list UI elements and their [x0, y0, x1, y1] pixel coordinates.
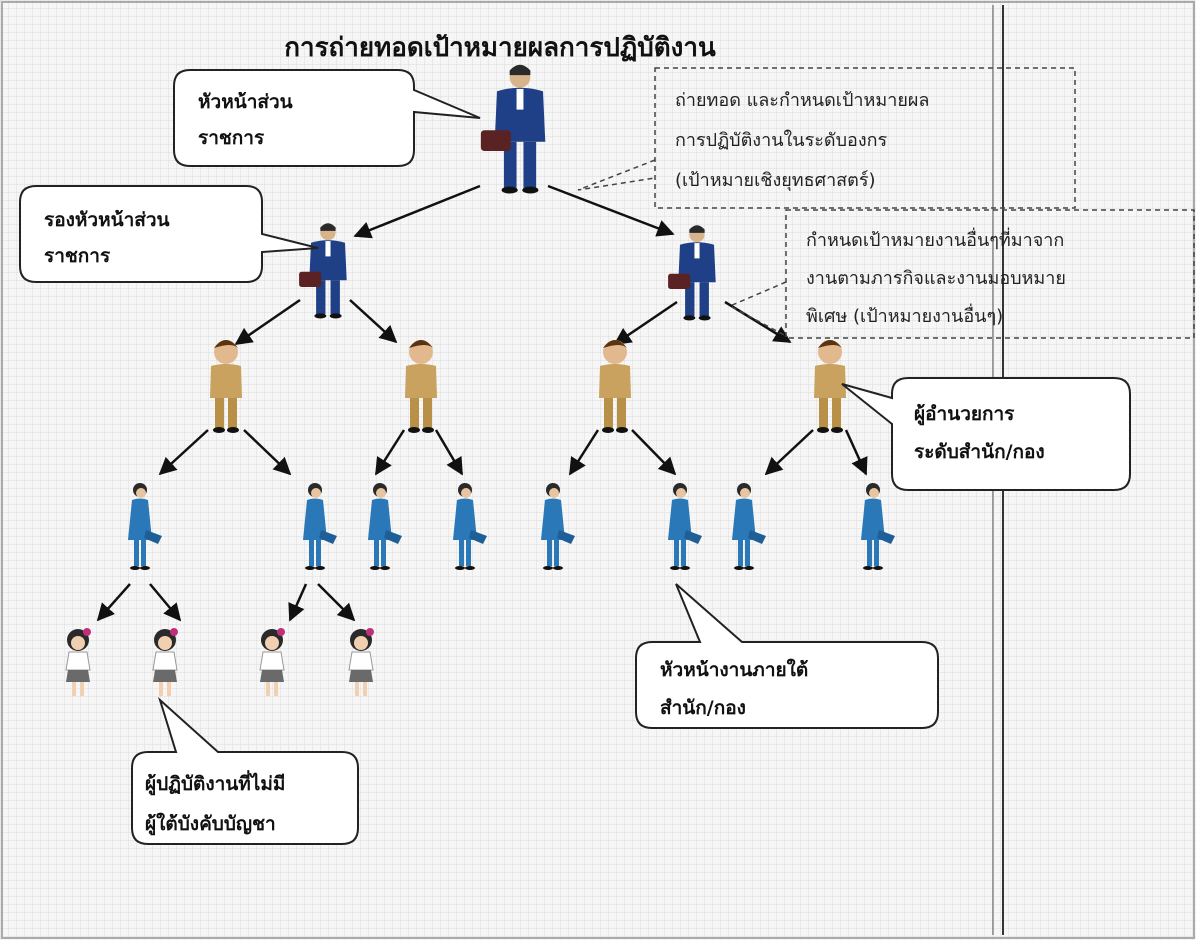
arrow-officer-4-to-staff-8 — [844, 429, 868, 476]
note-strategic-box — [654, 67, 1076, 209]
callout-head-line-2: ราชการ — [198, 127, 265, 149]
note-other-line-3: พิเศษ (เป้าหมายงานอื่นๆ) — [806, 303, 1003, 327]
callout-director-line-1: ผู้อำนวยการ — [914, 403, 1015, 426]
callout-head-bubble — [173, 69, 481, 167]
callout-worker-line-2: ผู้ใต้บังคับบัญชา — [145, 812, 276, 836]
arrow-officer-3-to-staff-5 — [568, 429, 600, 476]
note-other-line-2: งานตามภารกิจและงานมอบหมาย — [806, 268, 1066, 289]
note-other-pointer — [728, 281, 787, 337]
callout-head-line-1: หัวหน้าส่วน — [198, 91, 293, 113]
arrow-staff-2-to-worker-3 — [288, 583, 308, 622]
arrow-deputy-right-to-officer-3 — [613, 300, 678, 346]
callout-director-bubble — [841, 377, 1131, 491]
arrow-officer-2-to-staff-4 — [434, 429, 464, 476]
callout-worker: ผู้ปฏิบัติงานที่ไม่มี ผู้ใต้บังคับบัญชา — [131, 696, 359, 845]
note-other-line-1: กำหนดเป้าหมายงานอื่นๆที่มาจาก — [806, 227, 1064, 251]
note-strategic: ถ่ายทอด และกำหนดเป้าหมายผล การปฏิบัติงาน… — [577, 67, 1076, 209]
hierarchy-arrows — [96, 184, 868, 622]
note-strategic-line-1: ถ่ายทอด และกำหนดเป้าหมายผล — [675, 90, 929, 111]
callout-unit-head-bubble — [635, 583, 939, 729]
note-other: กำหนดเป้าหมายงานอื่นๆที่มาจาก งานตามภารก… — [728, 209, 1195, 339]
callout-unit-head-line-1: หัวหน้างานภายใต้ — [660, 658, 808, 681]
arrow-officer-1-to-staff-1 — [158, 429, 209, 476]
arrow-officer-1-to-staff-2 — [243, 429, 292, 476]
note-strategic-line-2: การปฏิบัติงานในระดับองกร — [675, 129, 888, 151]
callout-unit-head-line-2: สำนัก/กอง — [660, 697, 746, 719]
callout-deputy-line-1: รองหัวหน้าส่วน — [44, 209, 170, 231]
note-strategic-pointer — [577, 159, 656, 191]
diagram-title: การถ่ายทอดเป้าหมายผลการปฏิบัติงาน — [284, 33, 716, 63]
arrow-deputy-left-to-officer-1 — [234, 298, 301, 346]
arrow-officer-3-to-staff-6 — [631, 429, 677, 476]
callout-deputy-line-2: ราชการ — [44, 245, 111, 267]
arrow-officer-4-to-staff-7 — [764, 429, 814, 476]
callout-worker-line-1: ผู้ปฏิบัติงานที่ไม่มี — [145, 770, 285, 796]
arrow-deputy-left-to-officer-2 — [349, 299, 398, 344]
callout-director-line-2: ระดับสำนัก/กอง — [914, 441, 1045, 463]
callout-unit-head: หัวหน้างานภายใต้ สำนัก/กอง — [635, 583, 939, 729]
arrow-staff-2-to-worker-4 — [317, 583, 356, 622]
arrow-head-to-deputy-left — [353, 184, 481, 239]
callout-deputy-bubble — [19, 185, 319, 283]
callout-head: หัวหน้าส่วน ราชการ — [173, 69, 481, 167]
callout-worker-bubble — [131, 696, 359, 845]
callout-deputy: รองหัวหน้าส่วน ราชการ — [19, 185, 319, 283]
arrow-staff-1-to-worker-1 — [96, 583, 131, 622]
arrow-officer-2-to-staff-3 — [374, 429, 406, 476]
note-other-box — [785, 209, 1195, 339]
note-strategic-line-3: (เป้าหมายเชิงยุทธศาสตร์) — [675, 170, 876, 191]
arrow-staff-1-to-worker-2 — [149, 583, 182, 622]
arrow-head-to-deputy-right — [547, 184, 675, 237]
callout-director: ผู้อำนวยการ ระดับสำนัก/กอง — [841, 377, 1131, 491]
